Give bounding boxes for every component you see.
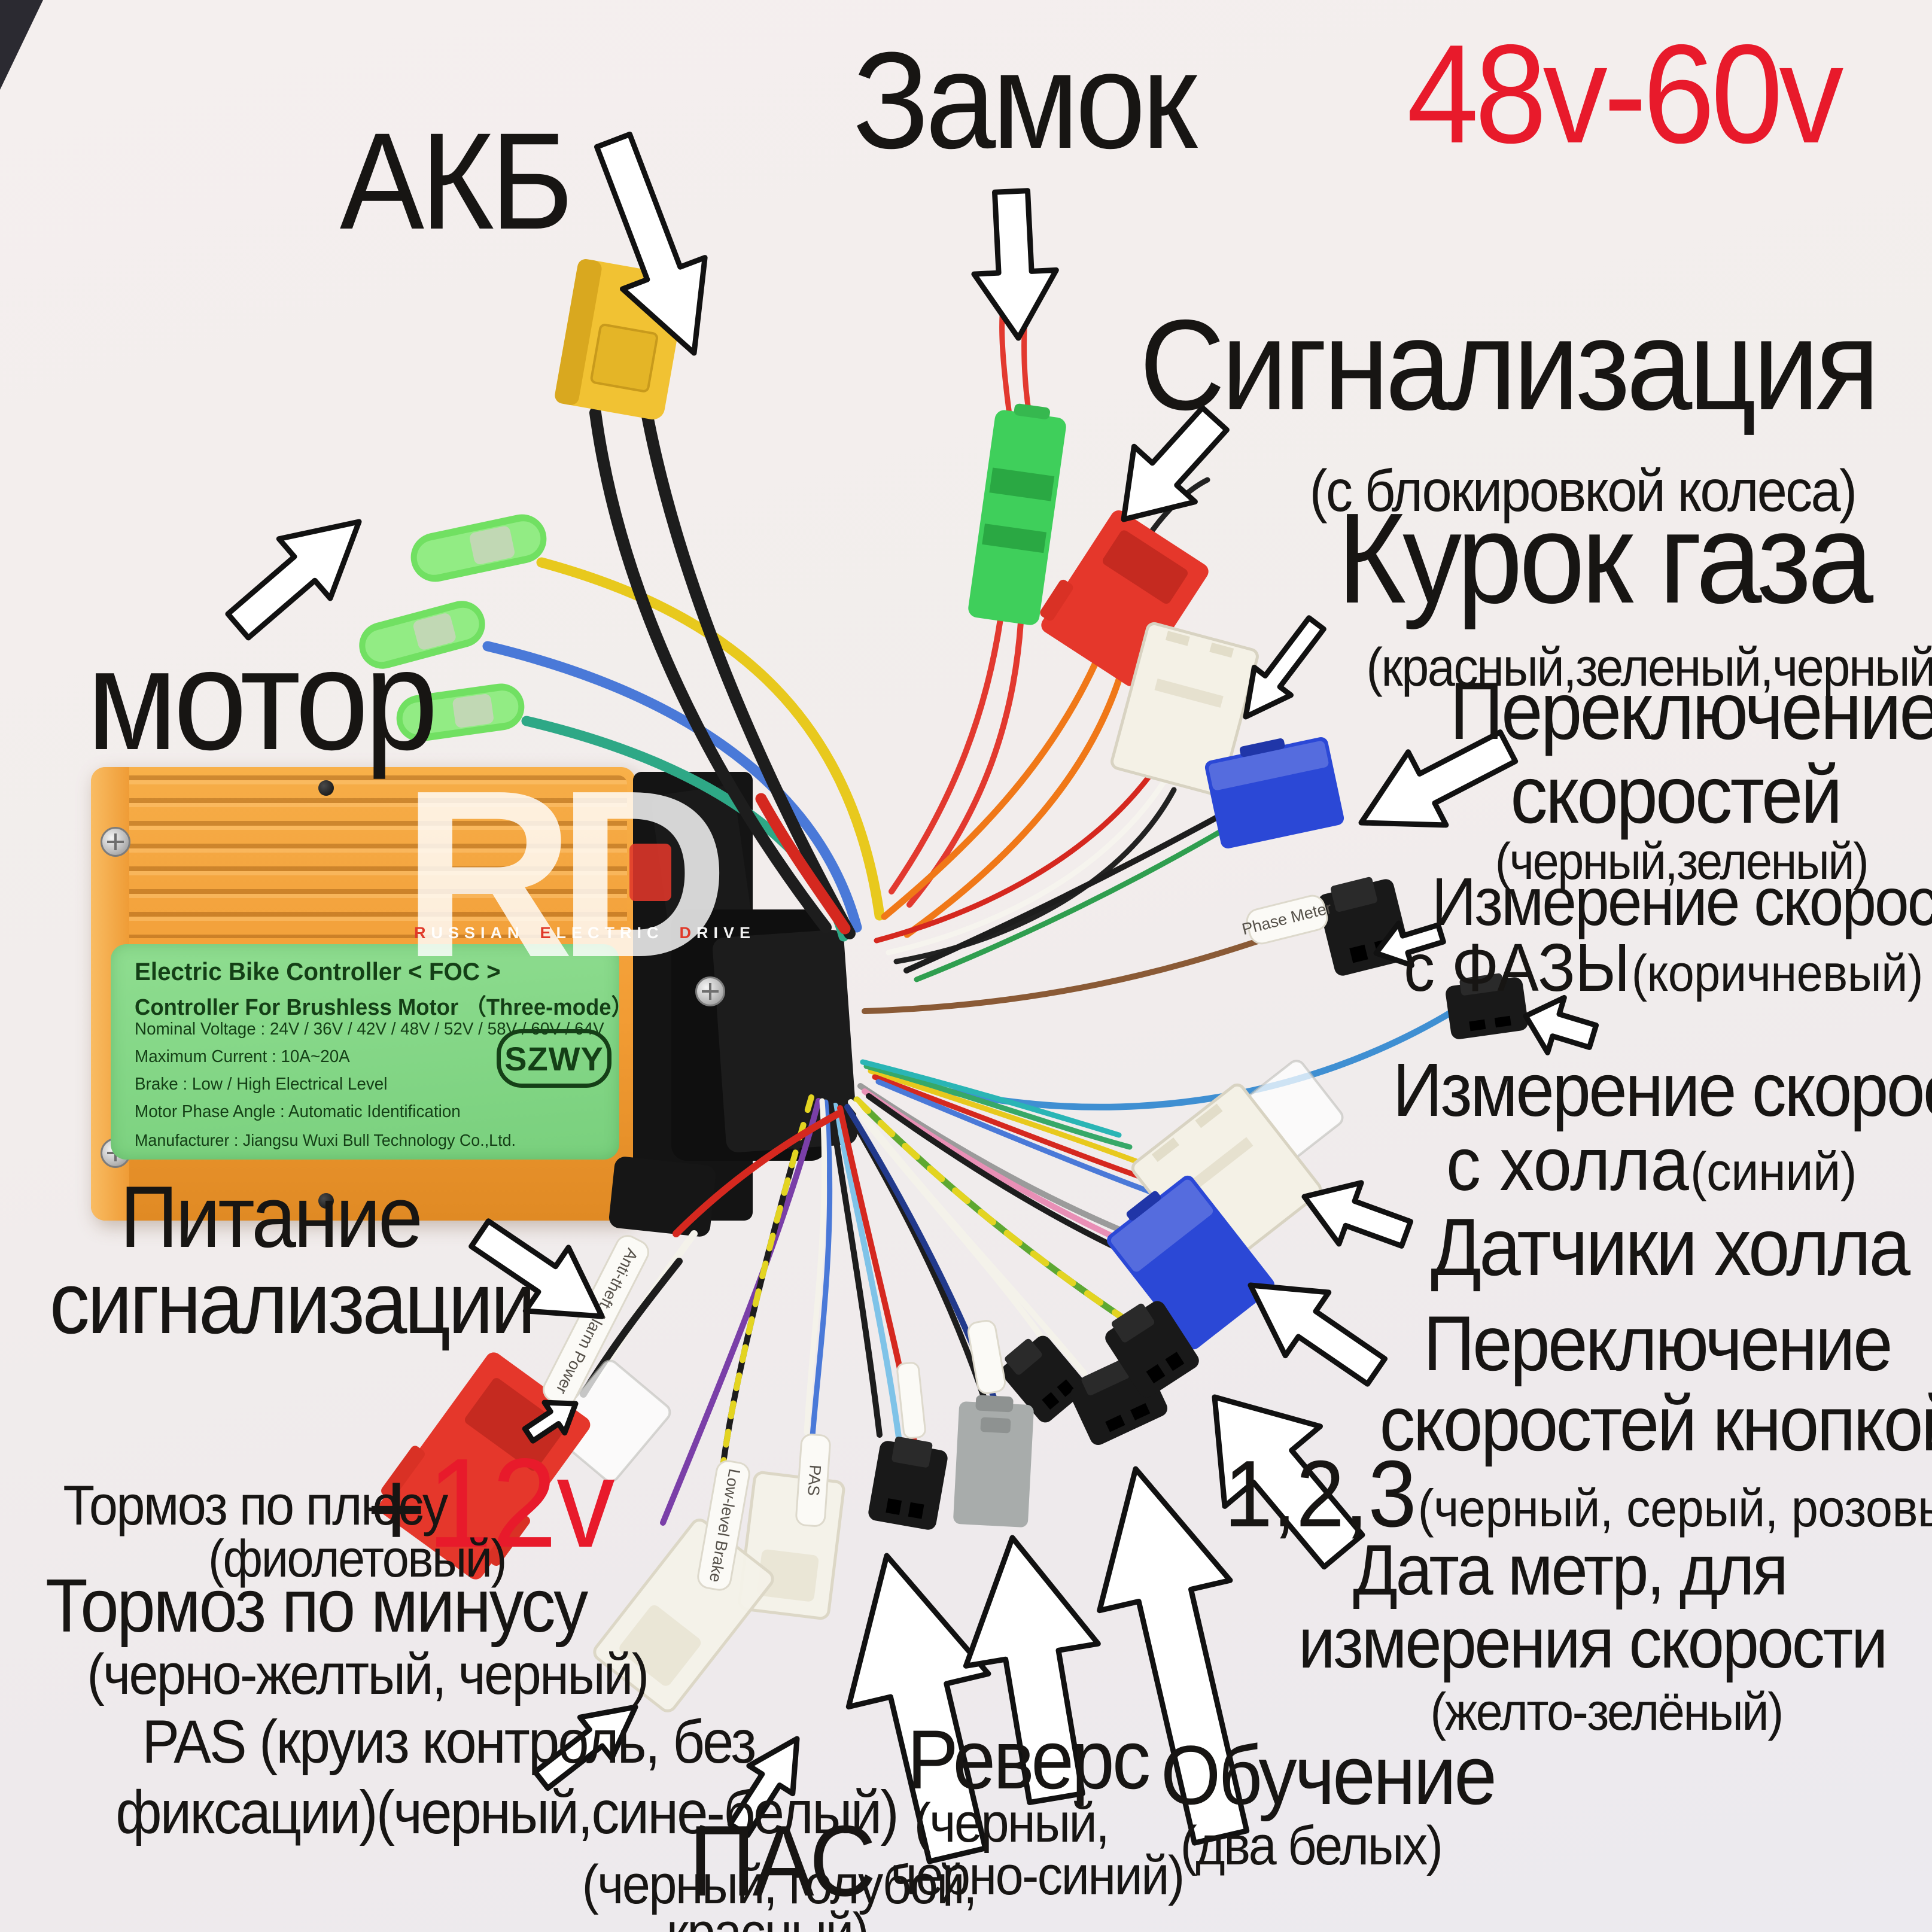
pasconn-white-wire	[804, 1098, 827, 1435]
hall-green-wire	[863, 1063, 1133, 1150]
throttle-arrow-icon	[1243, 615, 1326, 720]
throttle-red-wire	[874, 770, 1155, 944]
alarm-orange-wire-1	[881, 661, 1099, 920]
bolt-icon	[318, 780, 334, 796]
battery-red-wire	[755, 793, 851, 935]
screw-icon	[695, 976, 725, 1006]
motor-arrow-icon	[225, 519, 362, 641]
lock-red-wire-2	[906, 619, 1024, 908]
motor-crimp-terminal-3	[396, 683, 525, 742]
training-big-arrow-icon	[1097, 1466, 1250, 1846]
gearswitch-green-wire	[914, 822, 1236, 982]
aux12v-arrow-icon	[522, 1399, 579, 1444]
throttle-connector	[1110, 622, 1259, 796]
battery-arrow-icon	[594, 132, 708, 356]
hallsensors-arrow-icon	[1301, 1180, 1413, 1249]
hall-blue-wire	[875, 1079, 1157, 1196]
hall-red-wire	[872, 1074, 1149, 1182]
training-white-wire-2	[851, 1102, 1087, 1376]
hallspeed-arrow-icon	[1523, 994, 1599, 1055]
datameter-big-arrow-icon	[1212, 1394, 1365, 1570]
lock-red-wire-1	[889, 616, 1003, 894]
training-connector-1	[1001, 1335, 1087, 1423]
alarmpower-connector	[379, 1352, 591, 1580]
hallspeed-blue-wire	[888, 1006, 1459, 1110]
spec-title: Electric Bike Controller < FOC >	[135, 957, 501, 985]
phase-meter-tag: Phase Meter	[1240, 894, 1333, 945]
hallspeed-connector	[1446, 973, 1528, 1039]
pas-black-wire	[827, 1101, 883, 1438]
pas-connector	[868, 1437, 948, 1530]
brakeplus-purple-wire	[660, 1098, 822, 1526]
spec-manufacturer: Manufacturer : Jiangsu Wuxi Bull Technol…	[135, 1131, 516, 1149]
phase-arrow-icon	[1373, 920, 1446, 968]
datameter-connector	[1105, 1301, 1199, 1398]
pas-lightblue-wire	[832, 1103, 902, 1440]
motor-blue-wire	[482, 641, 862, 933]
spec-subtitle: Controller For Brushless Motor （Three-mo…	[135, 995, 634, 1020]
gearbutton-connector	[1107, 1175, 1274, 1350]
alarm-arrow-icon	[1121, 405, 1230, 522]
alarmpower-arrow-icon	[468, 1218, 605, 1319]
gearswitch-arrow-icon	[1358, 729, 1519, 828]
controller-box: Electric Bike Controller < FOC > Control…	[91, 767, 859, 1238]
lock-connector	[968, 403, 1066, 625]
spec-phase-angle: Motor Phase Angle : Automatic Identifica…	[135, 1102, 461, 1121]
hall-yellow-wire	[868, 1068, 1141, 1165]
brand-badge: SZWY	[497, 1029, 611, 1088]
lock-arrow-icon	[971, 188, 1059, 341]
bolt-icon	[318, 1193, 334, 1209]
reverse-big-arrow-icon	[963, 1535, 1101, 1805]
brakeminus-yellow-stripe	[720, 1094, 814, 1470]
gearbutton-arrow-icon	[1248, 1282, 1388, 1387]
pas-tag-text: PAS	[804, 1464, 824, 1496]
pasconn-blue-wire	[810, 1099, 833, 1439]
screw-icon	[101, 827, 130, 857]
datameter-yellow-stripe	[853, 1096, 1137, 1329]
brakeminus-arrow-icon	[532, 1704, 638, 1791]
battery-black-wire-2	[640, 404, 856, 939]
hall-teal-wire	[860, 1059, 1122, 1138]
reverse-connector	[953, 1395, 1034, 1528]
throttle-white-wire	[886, 779, 1167, 956]
motor-crimp-terminal-2	[359, 601, 485, 669]
alarmpower-red-wire	[673, 1110, 841, 1237]
battery-black-wire-1	[589, 407, 832, 933]
controller-heatsink-fins	[99, 775, 627, 938]
gearswitch-black-wire	[903, 811, 1227, 973]
motor-crimp-terminal-1	[410, 514, 547, 582]
alarm-orange-wire-2	[903, 673, 1124, 938]
reverse-sleeve	[967, 1319, 1006, 1395]
pas-big-arrow-icon	[845, 1553, 991, 1864]
paslatin-arrow-icon	[727, 1736, 800, 1838]
controller-spec-label: Electric Bike Controller < FOC > Control…	[111, 944, 633, 1160]
spec-current: Maximum Current : 10A~20A	[135, 1047, 350, 1066]
corner-shadow	[0, 0, 43, 90]
motor-yellow-wire	[536, 557, 885, 921]
gearswitch-connector	[1204, 737, 1344, 848]
phase-brown-wire	[862, 938, 1262, 1014]
pas-red-sleeve	[896, 1362, 926, 1439]
spec-brake: Brake : Low / High Electrical Level	[135, 1075, 388, 1094]
pas-tag: PAS	[795, 1434, 831, 1527]
